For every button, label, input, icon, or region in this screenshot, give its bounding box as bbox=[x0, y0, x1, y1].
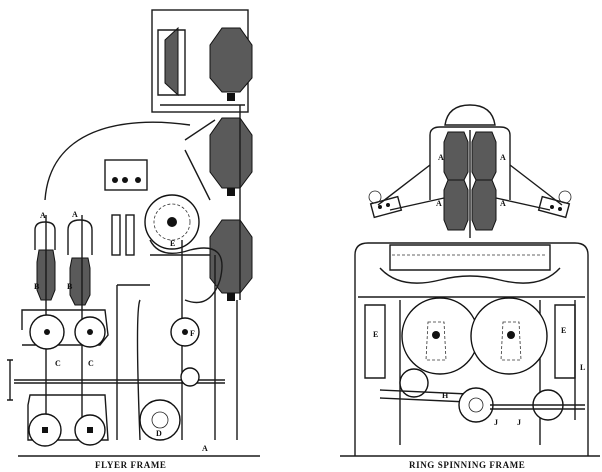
ring-frame-drawing bbox=[340, 104, 600, 457]
ring-bobbin-3 bbox=[443, 179, 469, 231]
label-a: A bbox=[40, 211, 46, 220]
label-e: E bbox=[170, 239, 175, 248]
label-a: A bbox=[500, 199, 506, 208]
label-b: B bbox=[67, 282, 73, 291]
label-e: E bbox=[373, 330, 378, 339]
label-h: H bbox=[442, 391, 449, 400]
drafting-head-left bbox=[368, 190, 403, 219]
label-b: B bbox=[34, 282, 40, 291]
creel-bobbin-2 bbox=[209, 117, 253, 196]
label-a: A bbox=[500, 153, 506, 162]
label-l: L bbox=[580, 363, 585, 372]
flyer-bobbin-2 bbox=[69, 257, 91, 306]
label-j: J bbox=[494, 418, 498, 427]
label-a: A bbox=[72, 210, 78, 219]
label-a: A bbox=[202, 444, 208, 453]
ring-bobbin-2 bbox=[471, 131, 497, 181]
label-j: J bbox=[517, 418, 521, 427]
caption-flyer-frame: FLYER FRAME bbox=[95, 460, 167, 470]
ring-bobbin-4 bbox=[471, 179, 497, 231]
label-e: E bbox=[561, 326, 566, 335]
label-a: A bbox=[436, 199, 442, 208]
label-d: D bbox=[156, 429, 162, 438]
label-c: C bbox=[88, 359, 94, 368]
creel-bobbin-1 bbox=[209, 27, 253, 101]
label-c: C bbox=[55, 359, 61, 368]
creel-bobbin-side bbox=[164, 26, 179, 97]
label-f: F bbox=[190, 329, 195, 338]
label-a: A bbox=[438, 153, 444, 162]
ring-frame-labels: A A A A E E L H J J RING SPINNING FRAME bbox=[373, 153, 585, 470]
flyer-frame-drawing bbox=[7, 9, 260, 457]
flyer-frame-labels: A A B B C C E F D A FLYER FRAME bbox=[34, 210, 208, 470]
drafting-head-right bbox=[537, 190, 572, 219]
ring-bobbin-1 bbox=[443, 131, 469, 181]
caption-ring-spinning-frame: RING SPINNING FRAME bbox=[409, 460, 525, 470]
tin-roller-left bbox=[401, 297, 479, 375]
